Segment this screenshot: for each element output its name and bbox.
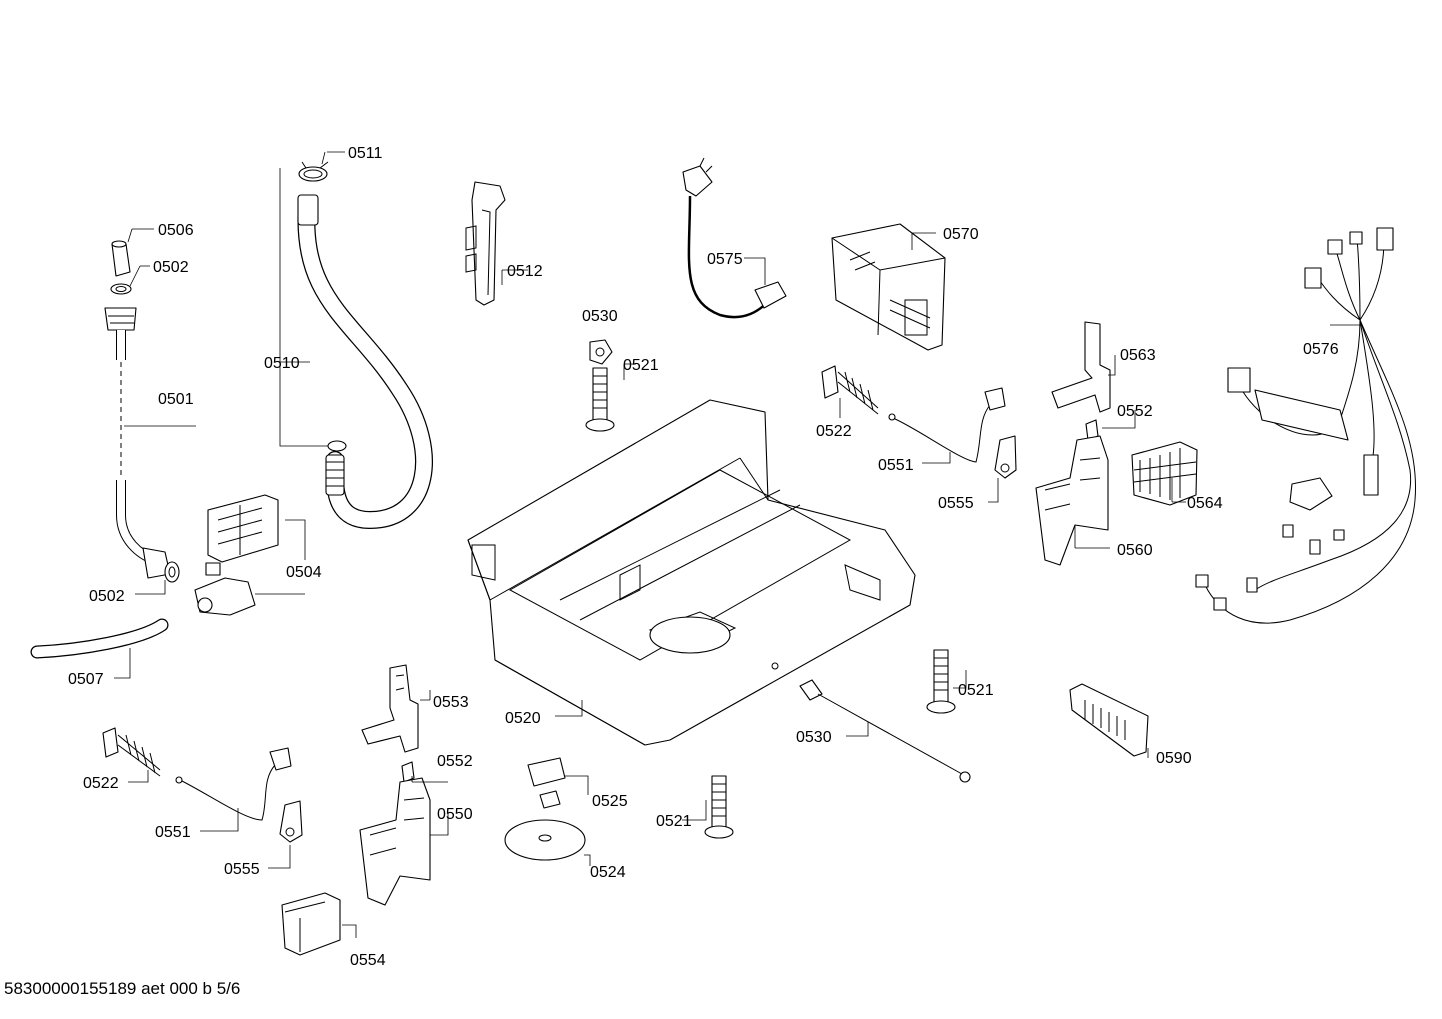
part-0501-inlet-hose [104, 307, 171, 579]
part-0525-connector [527, 757, 566, 809]
label-0570: 0570 [943, 226, 979, 243]
label-0563: 0563 [1120, 347, 1156, 364]
part-0521-foot-screw-right [926, 649, 956, 714]
label-0564: 0564 [1187, 495, 1223, 512]
label-0524: 0524 [590, 864, 626, 881]
label-0554: 0554 [350, 952, 386, 969]
part-0575-power-cord [682, 157, 787, 319]
part-0555-clip-right [994, 435, 1017, 479]
label-0550: 0550 [437, 806, 473, 823]
label-0512: 0512 [507, 263, 543, 280]
part-0511-hose-clamp [298, 161, 329, 182]
label-0501: 0501 [158, 391, 194, 408]
label-0575: 0575 [707, 251, 743, 268]
part-0512-bracket [465, 181, 506, 306]
part-0521-foot-screw-top [585, 367, 615, 432]
label-0525: 0525 [592, 793, 628, 810]
label-0502: 0502 [153, 259, 189, 276]
part-0520-base-tub [467, 399, 916, 746]
label-0590: 0590 [1156, 750, 1192, 767]
document-code: 58300000155189 aet 000 b 5/6 [4, 979, 241, 998]
label-0551-left: 0551 [155, 824, 191, 841]
part-0502-washer-bottom [164, 561, 180, 583]
label-0551-right: 0551 [878, 457, 914, 474]
label-0522-right: 0522 [816, 423, 852, 440]
part-0576-wiring-harness [1195, 227, 1417, 624]
label-0511: 0511 [348, 145, 383, 162]
callout-labels: 0511 0506 0502 0501 0510 0512 0575 0570 … [68, 145, 1339, 969]
label-0506: 0506 [158, 222, 194, 239]
label-0553: 0553 [433, 694, 469, 711]
part-0554-cover [281, 892, 341, 956]
part-0522-spring-left [102, 727, 161, 777]
part-0530-rod [799, 679, 971, 783]
label-0521-top: 0521 [623, 357, 659, 374]
part-0504-inlet-valve [194, 494, 279, 616]
part-0570-control-module [831, 223, 946, 351]
part-0551-sensor-cable-right [888, 387, 1006, 463]
part-0563-bracket [1051, 321, 1111, 413]
part-0506-filter [111, 240, 131, 277]
part-0560-bracket [1035, 435, 1109, 566]
label-0522-left: 0522 [83, 775, 119, 792]
label-0521-bottom: 0521 [656, 813, 692, 830]
label-0552-right: 0552 [1117, 403, 1153, 420]
label-0555-left: 0555 [224, 861, 260, 878]
part-0590-bracket [1069, 683, 1149, 757]
label-0510: 0510 [264, 355, 300, 372]
label-0502-bottom: 0502 [89, 588, 125, 605]
part-0521-foot-screw-bottom [704, 775, 734, 839]
part-0524-disc [504, 819, 586, 861]
part-0552-clip-left [401, 761, 415, 783]
label-0530-top: 0530 [582, 308, 618, 325]
label-0507: 0507 [68, 671, 104, 688]
label-0560: 0560 [1117, 542, 1153, 559]
label-0520: 0520 [505, 710, 541, 727]
part-0502-washer-top [110, 283, 132, 295]
part-0564-grid-cover [1131, 441, 1198, 506]
label-0504: 0504 [286, 564, 322, 581]
label-0552-left: 0552 [437, 753, 473, 770]
part-0522-spring-right [821, 365, 879, 415]
part-0551-sensor-cable-left [175, 747, 292, 821]
part-0507-hose [30, 618, 169, 659]
part-0555-clip-left [279, 800, 303, 843]
part-0550-bracket [359, 777, 431, 906]
part-0510-drain-hose [297, 194, 433, 530]
leader-lines [114, 151, 1362, 938]
part-0530-nut-top [589, 339, 613, 365]
label-0521-right: 0521 [958, 682, 994, 699]
label-0576: 0576 [1303, 341, 1339, 358]
part-0553-bracket [361, 664, 419, 753]
label-0555-right: 0555 [938, 495, 974, 512]
label-0530-bottom: 0530 [796, 729, 832, 746]
